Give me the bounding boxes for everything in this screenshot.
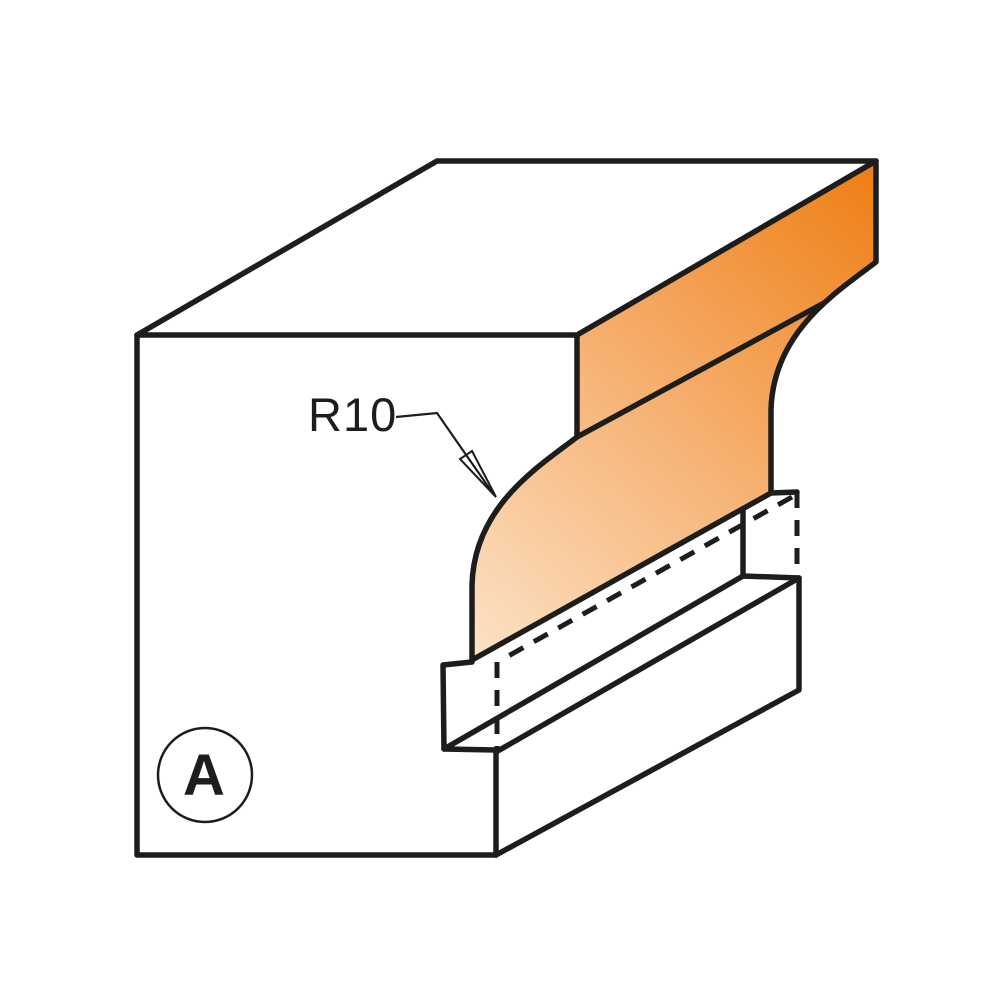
cut-surface <box>469 158 879 663</box>
detail-marker-label: A <box>183 743 225 808</box>
leader-line <box>395 411 495 496</box>
leader-arrow <box>395 411 497 498</box>
radius-label: R10 <box>308 388 397 441</box>
cut-bottom-corner-edge <box>768 489 800 496</box>
detail-marker-circle <box>156 726 254 824</box>
tongue-left-end-step <box>440 659 499 858</box>
workpiece-front-edges <box>134 332 499 858</box>
tongue-front-crease <box>493 575 802 755</box>
tongue-bottom-edges <box>493 575 802 858</box>
workpiece-top-edges <box>134 158 879 338</box>
profile-crease-line <box>574 300 827 440</box>
